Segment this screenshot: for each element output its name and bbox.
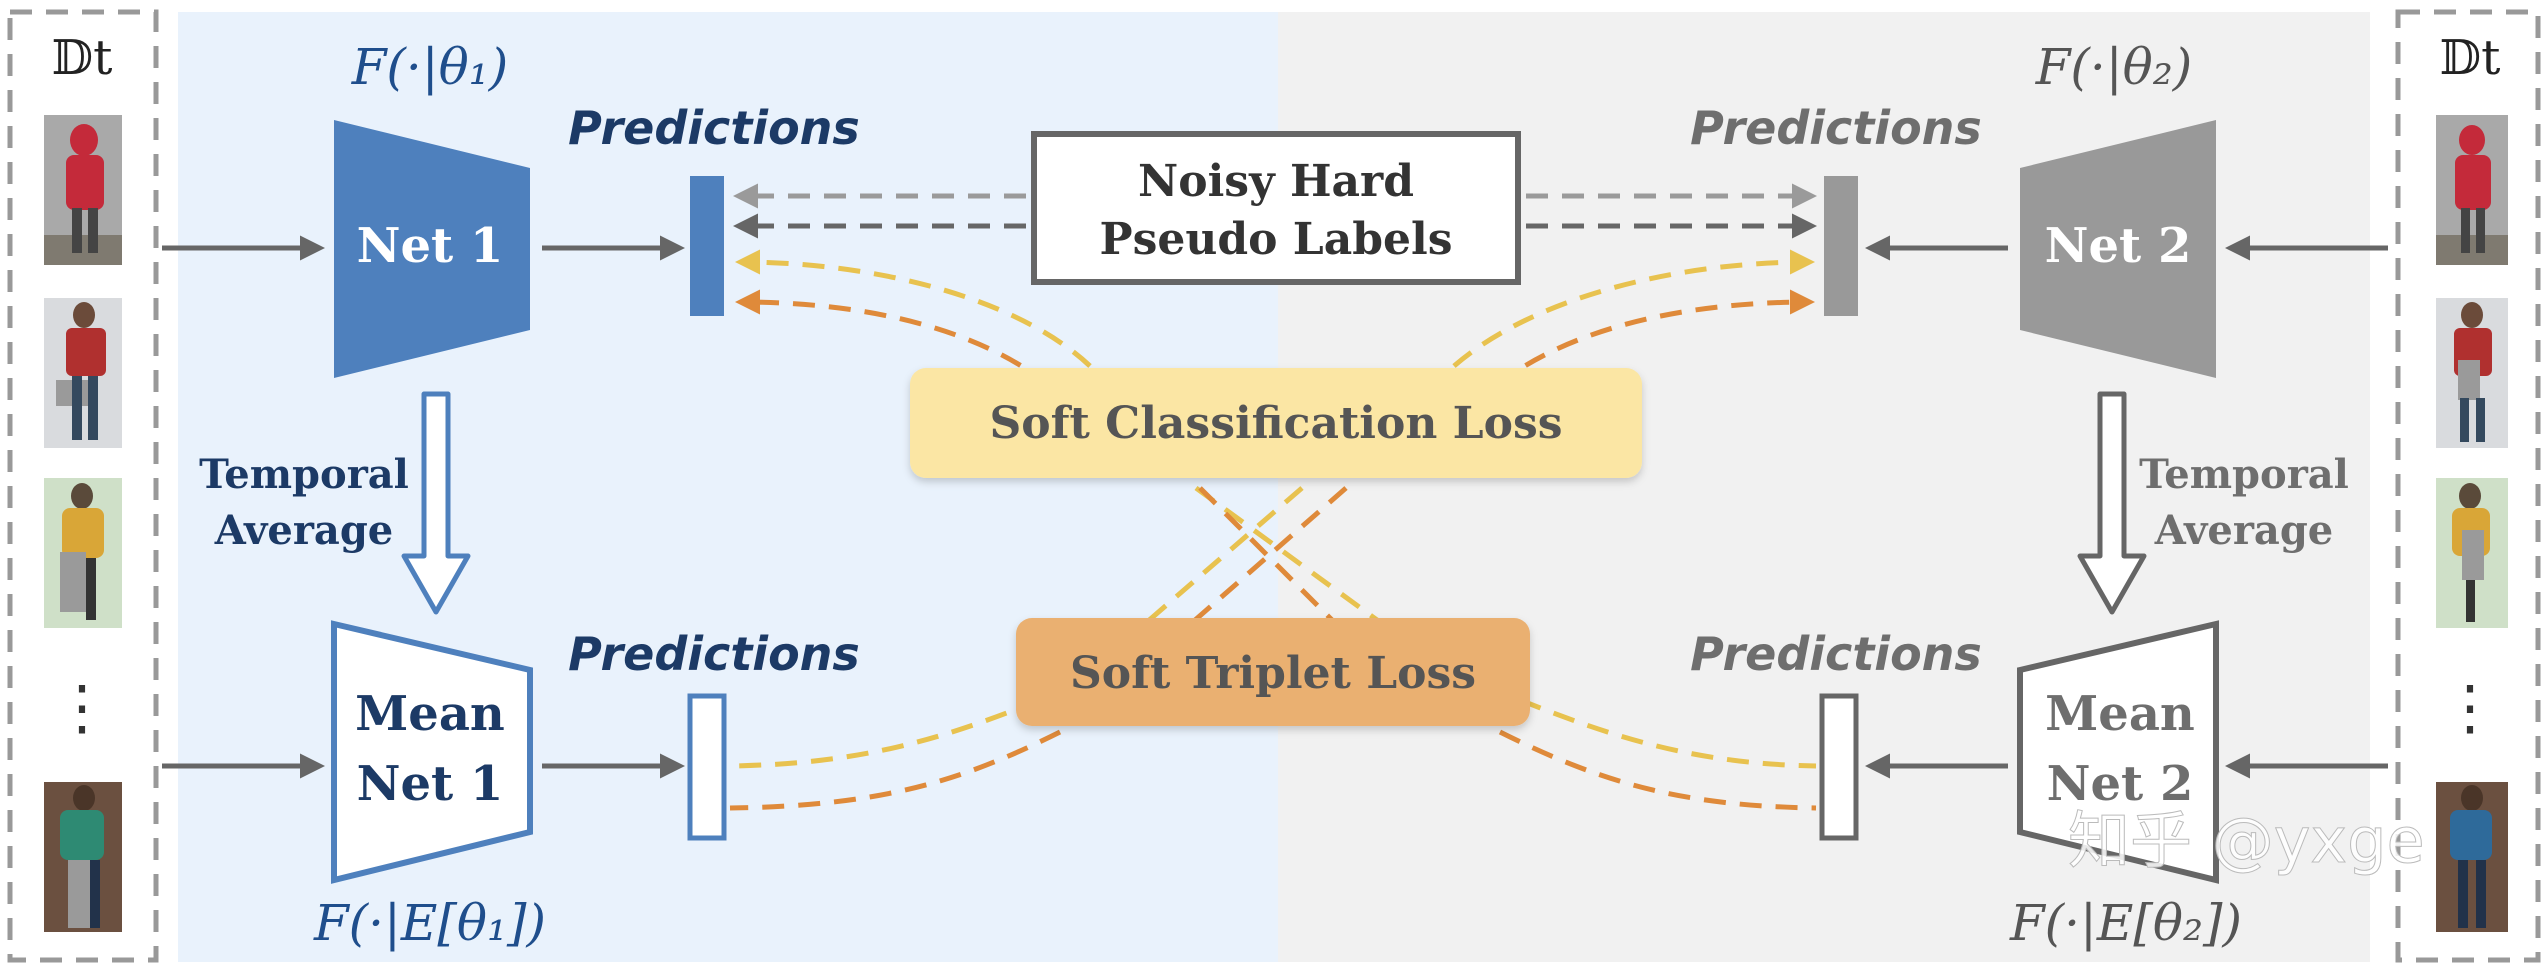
f-mean-theta2-label: F(·|E[θ₂]) xyxy=(2009,894,2242,952)
cross-line-orange-2 xyxy=(1198,486,1342,630)
right-person-image-1 xyxy=(2436,115,2508,265)
pred-net1-label: Predictions xyxy=(568,101,860,155)
mean-net2-label-line2: Net 2 xyxy=(2047,756,2194,812)
soft-cls-curve-left-yellow xyxy=(735,249,1092,368)
left-person-image-2 xyxy=(44,298,122,448)
pred-net1-bar xyxy=(690,176,724,316)
right-person-image-3 xyxy=(2436,478,2508,628)
net2-label: Net 2 xyxy=(2045,218,2192,274)
average-label-left: Average xyxy=(214,507,394,554)
soft-cls-curve-left-orange xyxy=(735,289,1052,388)
right-person-image-2 xyxy=(2436,298,2508,448)
triplet-curve-right-yellow xyxy=(1519,697,1817,769)
temporal-average-arrow-right xyxy=(2077,391,2147,615)
left-person-image-3 xyxy=(44,478,122,628)
mean-net1-block xyxy=(331,620,533,884)
temporal-label-left: Temporal xyxy=(199,451,409,498)
soft-classification-loss-box xyxy=(910,368,1642,478)
noisy-hard-pseudo-labels-box xyxy=(1031,131,1521,285)
pred-mean-net1-label: Predictions xyxy=(568,627,860,681)
net1-block xyxy=(334,120,530,378)
soft-triplet-loss-box xyxy=(1016,618,1530,726)
mean-net1-label-line2: Net 1 xyxy=(357,756,504,812)
right-ellipsis: ⋮ xyxy=(2440,673,2500,743)
triplet-curve-right-orange xyxy=(1498,729,1817,811)
noisy-hard-label: Noisy Hard xyxy=(1138,156,1414,207)
pred-mean-net2-label: Predictions xyxy=(1690,627,1982,681)
right-dataset-label: 𝔻t xyxy=(2440,30,2501,86)
pseudo-labels-label: Pseudo Labels xyxy=(1100,214,1453,265)
left-dataset-label: 𝔻t xyxy=(52,30,113,86)
right-person-image-4 xyxy=(2436,782,2508,932)
temporal-average-arrow-left xyxy=(401,391,471,615)
soft-triplet-loss-label: Soft Triplet Loss xyxy=(1070,648,1476,699)
pred-mean-net2-bar xyxy=(1819,693,1859,841)
f-theta2-label: F(·|θ₂) xyxy=(2035,38,2193,96)
triplet-curve-left-yellow xyxy=(729,697,1041,769)
temporal-label-right: Temporal xyxy=(2139,451,2349,498)
left-dataset-box xyxy=(7,9,159,963)
average-label-right: Average xyxy=(2154,507,2334,554)
f-theta1-label: F(·|θ₁) xyxy=(351,38,509,96)
mean-net1-label-line1: Mean xyxy=(355,686,505,742)
net2-block xyxy=(2020,120,2216,378)
right-dataset-box xyxy=(2395,9,2541,963)
pred-net2-bar xyxy=(1824,176,1858,316)
mean-net2-block xyxy=(2017,620,2219,884)
mean-net2-label-line1: Mean xyxy=(2045,686,2195,742)
pred-mean-net1-bar xyxy=(687,693,727,841)
soft-cls-curve-right-yellow xyxy=(1452,249,1815,368)
left-ellipsis: ⋮ xyxy=(52,673,112,743)
cross-line-yellow-2 xyxy=(1194,485,1390,631)
triplet-curve-left-orange xyxy=(729,729,1062,811)
pred-net2-label: Predictions xyxy=(1690,101,1982,155)
f-mean-theta1-label: F(·|E[θ₁]) xyxy=(313,894,546,952)
soft-classification-loss-label: Soft Classification Loss xyxy=(989,398,1562,449)
soft-cls-curve-right-orange xyxy=(1494,289,1815,388)
watermark-text: 知乎 @yxge xyxy=(2068,804,2425,877)
left-person-image-4 xyxy=(44,782,122,932)
left-person-image-1 xyxy=(44,115,122,265)
net1-label: Net 1 xyxy=(357,218,504,274)
